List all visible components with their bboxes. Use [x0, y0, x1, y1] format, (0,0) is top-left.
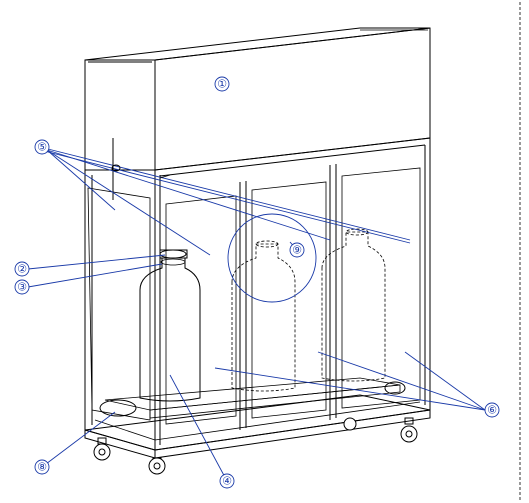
bottle-middle: [231, 240, 296, 392]
callout-5: ⑤: [34, 139, 50, 155]
leader-lines: [27, 149, 486, 482]
svg-text:④: ④: [222, 475, 232, 488]
bottle-left: [139, 249, 201, 402]
caster-wheels: [93, 417, 418, 475]
callout-9: ⑨: [289, 242, 305, 258]
tray: [99, 377, 406, 419]
callout-6: ⑥: [484, 402, 500, 418]
svg-text:①: ①: [217, 78, 227, 91]
callout-2: ②: [14, 261, 30, 277]
svg-text:③: ③: [17, 281, 27, 294]
top-housing: [84, 27, 431, 171]
callout-8: ⑧: [34, 459, 50, 475]
svg-text:⑤: ⑤: [37, 141, 47, 154]
bottle-right: [321, 228, 386, 382]
callout-1: ①: [214, 76, 230, 92]
svg-text:⑧: ⑧: [37, 461, 47, 474]
frame: [84, 137, 431, 459]
svg-text:②: ②: [17, 263, 27, 276]
callout-4: ④: [219, 473, 235, 489]
detail-circle: [227, 213, 317, 303]
dispensing-pipe: [39, 138, 411, 244]
svg-text:⑨: ⑨: [292, 244, 302, 257]
callout-3: ③: [14, 279, 30, 295]
svg-text:⑥: ⑥: [487, 404, 497, 417]
